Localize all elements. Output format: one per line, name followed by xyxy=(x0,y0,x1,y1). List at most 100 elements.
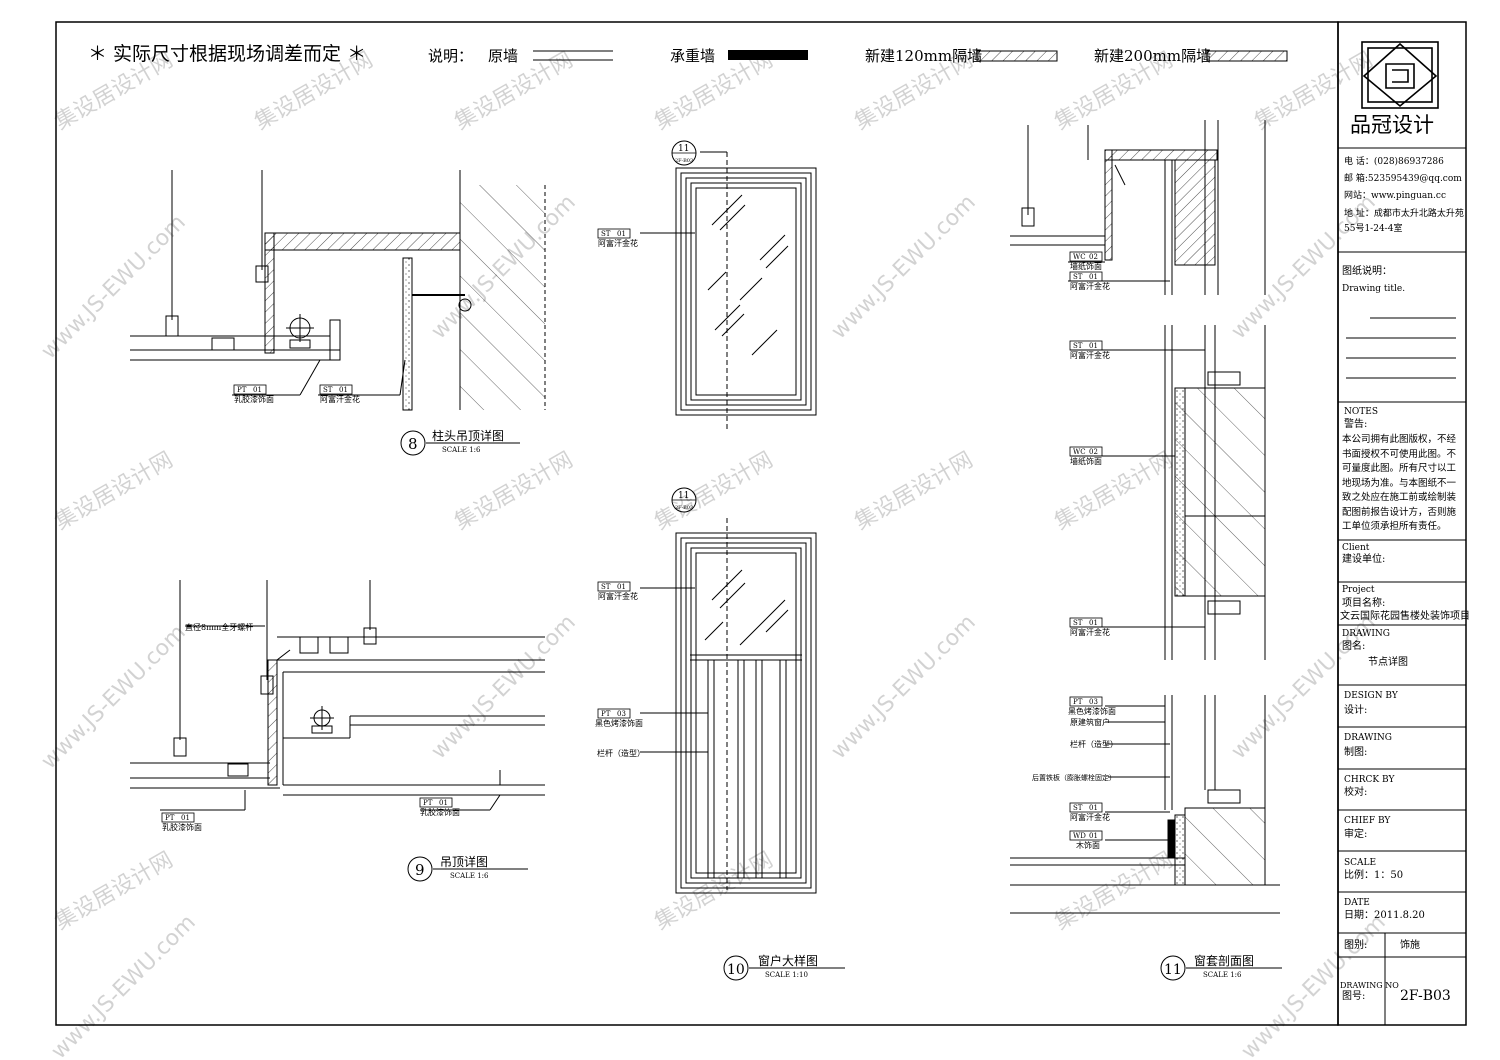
svg-text:墙纸饰面: 墙纸饰面 xyxy=(1070,456,1102,466)
draw-en: DRAWING xyxy=(1344,733,1392,743)
svg-text:阿富汗金花: 阿富汗金花 xyxy=(1070,812,1110,822)
section-mark-upper: 11 2F-B03 xyxy=(671,140,697,166)
detail-11-title: 11 窗套剖面图 SCALE 1:6 xyxy=(1160,954,1282,981)
callout-orig-window: 原建筑窗户 xyxy=(1070,717,1110,727)
svg-text:阿富汗金花: 阿富汗金花 xyxy=(1070,350,1110,360)
detail-title: 柱头吊顶详图 xyxy=(432,428,504,443)
category-label: 图别: xyxy=(1344,940,1368,951)
contact-phone: 电 话：(028)86937286 xyxy=(1344,157,1444,167)
svg-text:墙纸饰面: 墙纸饰面 xyxy=(1070,261,1102,271)
svg-text:03: 03 xyxy=(1089,698,1098,706)
svg-text:木饰面: 木饰面 xyxy=(1076,840,1100,850)
svg-text:01: 01 xyxy=(1089,619,1098,627)
callout-pt03-win: PT 03 黑色烤漆饰面 xyxy=(595,708,643,728)
detail-scale: SCALE 1:6 xyxy=(442,446,481,454)
callout-st01-mid2: ST 01 阿富汗金花 xyxy=(1069,617,1110,637)
detail-title: 窗套剖面图 xyxy=(1194,954,1254,968)
watermark-text: www.JS-EWU.com xyxy=(827,610,981,764)
detail-11-bottom xyxy=(1010,695,1280,914)
legend-200-wall-label: 新建200mm隔墙 xyxy=(1094,47,1211,65)
svg-text:01: 01 xyxy=(1089,342,1098,350)
svg-text:ST: ST xyxy=(1073,619,1083,627)
watermark-text: www.JS-EWU.com xyxy=(47,910,201,1060)
svg-text:ST: ST xyxy=(1073,273,1083,281)
general-note: ＊ 实际尺寸根据现场调差而定 ＊ xyxy=(88,43,366,65)
drawing-title-en: Drawing title. xyxy=(1342,284,1406,294)
callout-st01: ST 01 阿富汗金花 xyxy=(319,384,360,404)
svg-text:11: 11 xyxy=(678,144,689,154)
svg-text:11: 11 xyxy=(678,491,689,501)
svg-text:PT: PT xyxy=(601,710,611,718)
detail-8-title: 8 柱头吊顶详图 SCALE 1:6 xyxy=(400,428,520,456)
svg-text:乳胶漆饰面: 乳胶漆饰面 xyxy=(234,394,274,404)
svg-text:阿富汗金花: 阿富汗金花 xyxy=(598,591,638,601)
svg-text:ST: ST xyxy=(323,386,333,394)
svg-text:黑色烤漆饰面: 黑色烤漆饰面 xyxy=(1068,706,1116,716)
callout-rail-section: 栏杆（造型） xyxy=(1070,739,1118,749)
callout-rail: 栏杆（造型） xyxy=(597,748,645,758)
logo-mark xyxy=(1361,41,1439,109)
svg-text:PT: PT xyxy=(1073,698,1083,706)
svg-text:阿富汗金花: 阿富汗金花 xyxy=(1070,281,1110,291)
svg-text:01: 01 xyxy=(1089,832,1098,840)
title-block-border xyxy=(1337,21,1467,1026)
client-en: Client xyxy=(1342,543,1370,553)
chief-cn: 审定: xyxy=(1344,829,1368,840)
svg-text:03: 03 xyxy=(617,710,626,718)
detail-10-upper-window xyxy=(640,151,817,430)
detail-number: 8 xyxy=(408,435,418,453)
legend-original-wall-swatch xyxy=(533,50,613,61)
svg-text:WC: WC xyxy=(1073,448,1086,456)
callout-pt01: PT 01 乳胶漆饰面 xyxy=(233,384,274,404)
svg-text:PT: PT xyxy=(423,799,433,807)
watermark-text-cn: 集设居设计网 xyxy=(651,448,778,536)
svg-text:01: 01 xyxy=(617,583,626,591)
callout-st01-mid1: ST 01 阿富汗金花 xyxy=(1069,340,1110,360)
svg-text:黑色烤漆饰面: 黑色烤漆饰面 xyxy=(595,718,643,728)
svg-text:ST: ST xyxy=(1073,342,1083,350)
section-mark-lower: 11 2F-B03 xyxy=(671,487,697,513)
detail-title: 吊顶详图 xyxy=(440,854,488,869)
svg-text:乳胶漆饰面: 乳胶漆饰面 xyxy=(162,822,202,832)
project-en: Project xyxy=(1342,585,1375,595)
drawing-cn: 图名: xyxy=(1342,641,1366,652)
detail-scale: SCALE 1:10 xyxy=(765,971,808,979)
callout-pt01-d9b: PT 01 乳胶漆饰面 xyxy=(419,797,460,817)
drawing-no-cn: 图号: xyxy=(1342,991,1366,1002)
detail-10-lower-window xyxy=(640,518,817,894)
svg-text:PT: PT xyxy=(165,814,175,822)
check-cn: 校对: xyxy=(1344,787,1368,798)
project-name: 文云国际花园售楼处装饰项目 xyxy=(1340,611,1470,622)
watermark-text-cn: 集设居设计网 xyxy=(851,448,978,536)
title-block-rules xyxy=(1338,147,1466,1025)
watermark-text-cn: 集设居设计网 xyxy=(51,848,178,936)
drawing-title-cn: 图纸说明： xyxy=(1342,266,1392,277)
callout-pt01-d9a: PT 01 乳胶漆饰面 xyxy=(161,812,202,832)
watermark-text: www.JS-EWU.com xyxy=(37,210,191,364)
svg-text:2F-B03: 2F-B03 xyxy=(675,158,693,164)
detail-9-drawing xyxy=(130,580,545,811)
svg-text:01: 01 xyxy=(181,814,190,822)
callout-st01-win1: ST 01 阿富汗金花 xyxy=(597,228,638,248)
svg-text:01: 01 xyxy=(1089,804,1098,812)
logo-name: 品冠设计 xyxy=(1350,113,1434,137)
legend-120-wall-label: 新建120mm隔墙 xyxy=(865,47,982,65)
detail-8-drawing xyxy=(130,170,546,411)
design-cn: 设计: xyxy=(1344,705,1368,716)
svg-text:02: 02 xyxy=(1089,253,1098,261)
draw-cn: 制图: xyxy=(1344,747,1368,758)
notes-en: NOTES xyxy=(1344,407,1378,417)
check-en: CHRCK BY xyxy=(1344,775,1395,785)
svg-text:01: 01 xyxy=(1089,273,1098,281)
callout-wc02-top: WC 02 墙纸饰面 xyxy=(1069,251,1103,271)
callout-iron-plate: 后置铁板（膨胀螺栓固定） xyxy=(1032,773,1116,782)
drawing-name: 节点详图 xyxy=(1368,657,1408,668)
svg-text:阿富汗金花: 阿富汗金花 xyxy=(320,394,360,404)
contact-address: 地 址：成都市太升北路太升苑55号1-24-4室 xyxy=(1344,209,1464,234)
watermark-text: www.JS-EWU.com xyxy=(37,620,191,774)
legend-200-wall-swatch xyxy=(1206,50,1288,62)
legend-120-wall-swatch xyxy=(976,50,1058,62)
svg-text:01: 01 xyxy=(617,230,626,238)
design-en: DESIGN BY xyxy=(1344,691,1398,701)
